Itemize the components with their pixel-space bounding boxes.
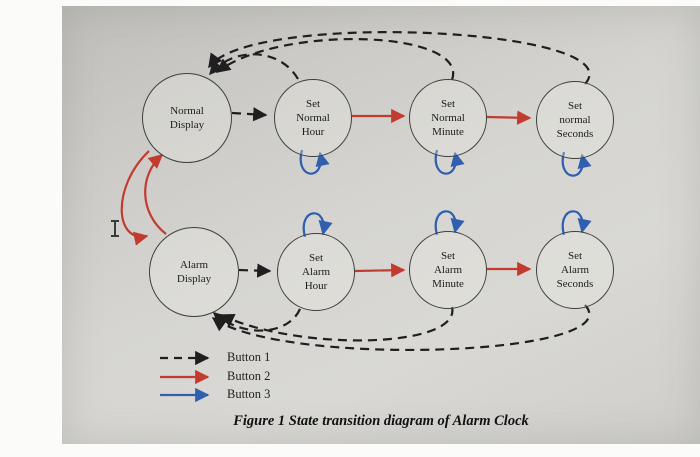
state-set-normal-seconds: Set normal Seconds xyxy=(536,81,614,159)
state-label-normal-display: Normal Display xyxy=(169,104,205,131)
legend-label-button2: Button 2 xyxy=(227,369,271,383)
state-set-alarm-hour: Set Alarm Hour xyxy=(277,233,355,311)
state-normal-display: Normal Display xyxy=(142,73,232,163)
state-label-set-normal-seconds: Set normal Seconds xyxy=(556,99,594,141)
state-set-normal-minute: Set Normal Minute xyxy=(409,79,487,157)
state-label-alarm-display: Alarm Display xyxy=(176,258,212,285)
photo-background xyxy=(62,6,700,444)
legend-label-button3: Button 3 xyxy=(227,387,271,401)
state-label-set-alarm-minute: Set Alarm Minute xyxy=(432,249,464,291)
text-cursor-artifact xyxy=(109,220,121,237)
state-label-set-normal-hour: Set Normal Hour xyxy=(296,97,330,139)
state-alarm-display: Alarm Display xyxy=(149,227,239,317)
state-set-normal-hour: Set Normal Hour xyxy=(274,79,352,157)
state-label-set-alarm-seconds: Set Alarm Seconds xyxy=(556,249,594,291)
legend-label-button1: Button 1 xyxy=(227,350,271,364)
figure-caption: Figure 1 State transition diagram of Ala… xyxy=(233,413,529,429)
state-set-alarm-minute: Set Alarm Minute xyxy=(409,231,487,309)
state-label-set-alarm-hour: Set Alarm Hour xyxy=(301,251,331,293)
state-label-set-normal-minute: Set Normal Minute xyxy=(431,97,465,139)
state-set-alarm-seconds: Set Alarm Seconds xyxy=(536,231,614,309)
